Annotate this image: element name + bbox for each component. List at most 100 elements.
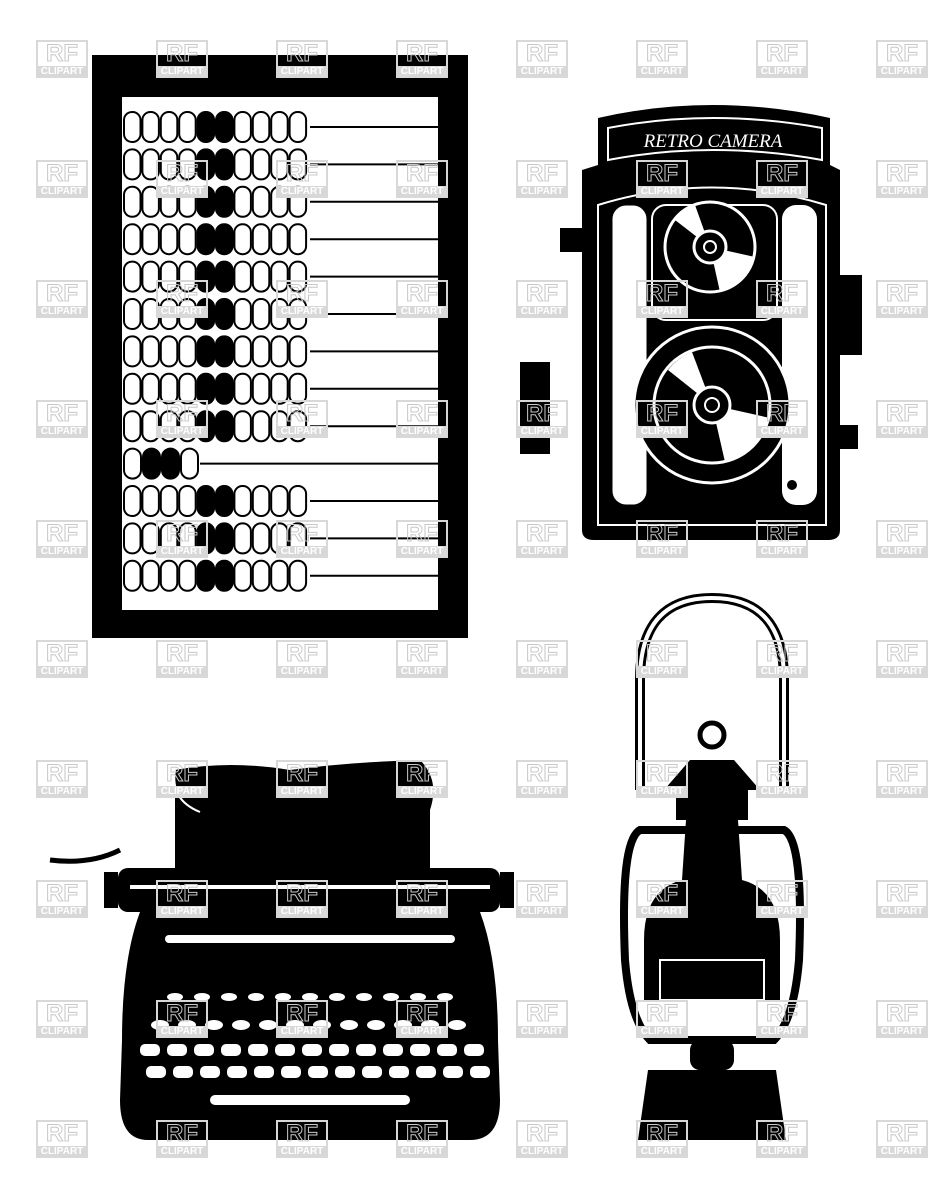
- typewriter-key: [421, 1020, 439, 1030]
- abacus-bead: [123, 260, 142, 293]
- typewriter-key: [178, 1020, 196, 1030]
- abacus-row: [123, 260, 438, 293]
- typewriter-key: [464, 1044, 484, 1056]
- typewriter-key: [194, 993, 210, 1001]
- abacus-bead: [233, 559, 252, 592]
- abacus-bead: [288, 485, 308, 517]
- abacus-bead: [288, 335, 308, 368]
- typewriter-key: [205, 1020, 223, 1030]
- typewriter-key: [146, 1066, 166, 1078]
- abacus-bead: [178, 148, 197, 181]
- abacus-bead: [233, 260, 252, 293]
- typewriter-key: [248, 1044, 268, 1056]
- abacus-bead: [251, 372, 271, 405]
- abacus-bead: [288, 260, 308, 293]
- abacus-bead: [123, 410, 142, 443]
- typewriter-key: [281, 1066, 301, 1078]
- typewriter-key: [329, 1044, 349, 1056]
- abacus-bead: [233, 372, 252, 405]
- abacus-bead: [142, 447, 161, 480]
- abacus-row: [123, 559, 438, 592]
- abacus-bead: [251, 335, 271, 368]
- abacus-row: [123, 148, 438, 181]
- typewriter-key: [140, 1044, 160, 1056]
- abacus-row: [123, 111, 438, 143]
- abacus-bead: [196, 372, 216, 405]
- abacus-bead: [141, 111, 160, 143]
- typewriter-key: [389, 1066, 409, 1078]
- abacus-bead: [196, 559, 216, 592]
- typewriter-key: [367, 1020, 385, 1030]
- abacus-bead: [123, 298, 142, 330]
- abacus-bead: [123, 111, 142, 143]
- abacus-bead: [251, 298, 271, 330]
- abacus-bead: [215, 559, 234, 592]
- abacus-bead: [215, 522, 234, 555]
- typewriter-key: [302, 993, 318, 1001]
- abacus-bead: [178, 559, 197, 592]
- abacus-bead: [159, 298, 179, 330]
- typewriter-key: [259, 1020, 277, 1030]
- abacus-bead: [233, 485, 252, 517]
- typewriter-key: [308, 1066, 328, 1078]
- abacus-bead: [180, 447, 199, 480]
- abacus-bead: [141, 148, 160, 181]
- abacus-bead: [196, 148, 216, 181]
- abacus-bead: [215, 111, 234, 143]
- abacus-bead: [196, 111, 216, 143]
- abacus-bead: [215, 485, 234, 517]
- abacus-bead: [270, 260, 289, 293]
- abacus-bead: [159, 485, 179, 517]
- abacus-bead: [215, 260, 234, 293]
- camera-label: RETRO CAMERA: [643, 131, 783, 152]
- typewriter-spacebar: [210, 1095, 410, 1105]
- abacus-bead: [123, 148, 142, 181]
- abacus-bead: [141, 559, 160, 592]
- abacus-bead: [178, 372, 197, 405]
- abacus-bead: [196, 223, 216, 256]
- abacus-bead: [270, 148, 289, 181]
- abacus-bead: [196, 298, 216, 330]
- abacus-row: [123, 522, 438, 555]
- abacus-bead: [141, 372, 160, 405]
- abacus-bead: [196, 260, 216, 293]
- abacus-bead: [251, 260, 271, 293]
- abacus-bead: [159, 260, 179, 293]
- typewriter-key: [437, 1044, 457, 1056]
- abacus-bead: [141, 485, 160, 517]
- typewriter-key: [443, 1066, 463, 1078]
- abacus-bead: [178, 223, 197, 256]
- typewriter-key: [437, 993, 453, 1001]
- typewriter-key: [302, 1044, 322, 1056]
- abacus-bead: [215, 298, 234, 330]
- abacus-bead: [178, 335, 197, 368]
- abacus: [92, 55, 468, 638]
- oil-lantern: [620, 592, 804, 1140]
- typewriter-key: [221, 1044, 241, 1056]
- abacus-bead: [233, 185, 252, 218]
- typewriter-key: [313, 1020, 331, 1030]
- abacus-bead: [270, 111, 289, 143]
- abacus-bead: [196, 485, 216, 517]
- typewriter-key: [470, 1066, 490, 1078]
- typewriter-key: [335, 1066, 355, 1078]
- abacus-bead: [123, 335, 142, 368]
- abacus-bead: [288, 223, 308, 256]
- abacus-bead: [251, 111, 271, 143]
- abacus-bead: [270, 410, 289, 443]
- abacus-bead: [270, 298, 289, 330]
- typewriter-key: [448, 1020, 466, 1030]
- abacus-bead: [215, 335, 234, 368]
- abacus-bead: [123, 522, 142, 555]
- abacus-bead: [178, 185, 197, 218]
- typewriter-key: [356, 993, 372, 1001]
- typewriter-key: [329, 993, 345, 1001]
- abacus-row: [123, 223, 438, 256]
- abacus-bead: [159, 111, 179, 143]
- typewriter-key: [151, 1020, 169, 1030]
- abacus-bead: [233, 335, 252, 368]
- abacus-bead: [270, 559, 289, 592]
- typewriter-key: [410, 1044, 430, 1056]
- abacus-bead: [251, 185, 271, 218]
- abacus-bead: [178, 298, 197, 330]
